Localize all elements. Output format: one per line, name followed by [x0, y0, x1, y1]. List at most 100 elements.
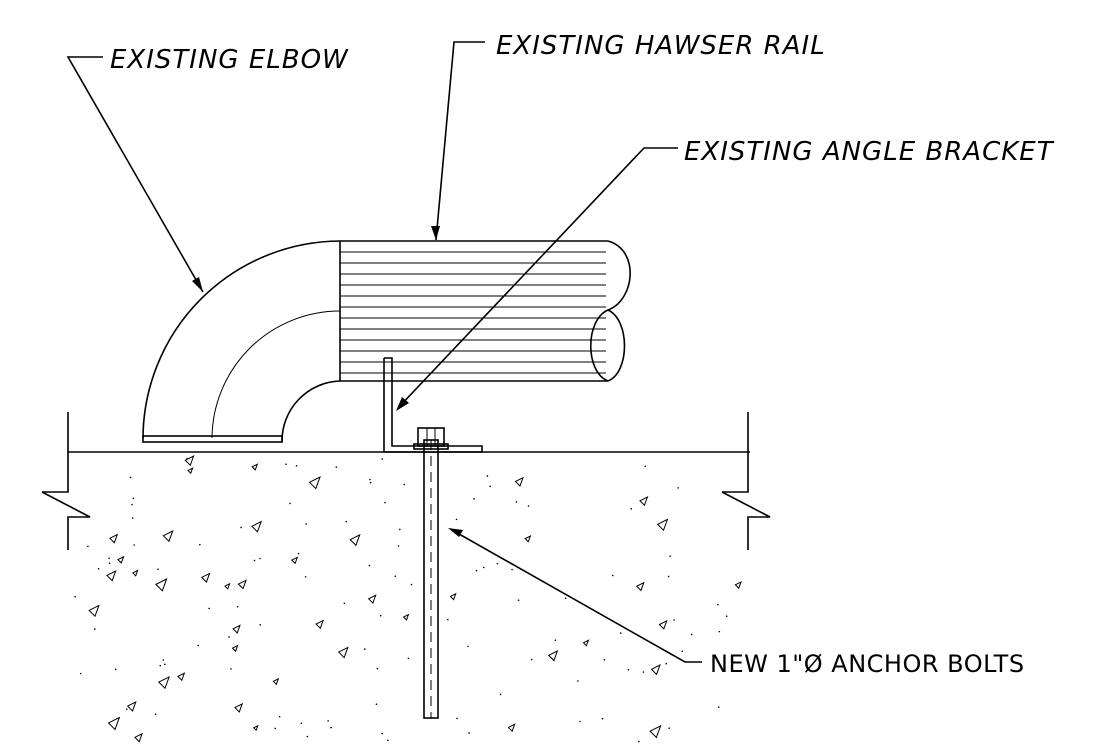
concrete-aggregate	[74, 455, 742, 743]
aggregate-triangle	[157, 675, 170, 690]
aggregate-dot	[517, 599, 520, 601]
aggregate-dot	[253, 559, 256, 562]
aggregate-dot	[330, 726, 332, 729]
aggregate-dot	[681, 650, 684, 653]
aggregate-dot	[74, 596, 76, 598]
aggregate-dot	[381, 458, 384, 460]
aggregate-dot	[447, 618, 449, 621]
label-new-anchor-bolts: NEW 1"Ø ANCHOR BOLTS	[710, 650, 1025, 678]
aggregate-dot	[669, 555, 671, 557]
aggregate-dot	[278, 715, 281, 718]
aggregate-triangle	[635, 581, 645, 592]
aggregate-dot	[489, 485, 491, 488]
aggregate-triangle	[315, 619, 325, 630]
aggregate-dot	[384, 501, 386, 504]
aggregate-dot	[579, 720, 581, 723]
aggregate-triangle	[88, 604, 100, 618]
aggregate-dot	[627, 669, 630, 671]
aggregate-dot	[159, 664, 162, 667]
aggregate-triangle	[134, 732, 144, 743]
aggregate-dot	[363, 648, 366, 650]
aggregate-dot	[725, 615, 728, 617]
aggregate-dot	[717, 603, 719, 606]
aggregate-triangle	[251, 463, 259, 471]
aggregate-triangle	[272, 677, 280, 686]
aggregate-dot	[97, 568, 100, 570]
aggregate-dot	[114, 668, 117, 671]
aggregate-triangle	[251, 520, 263, 533]
aggregate-dot	[305, 523, 307, 525]
aggregate-triangle	[117, 555, 125, 564]
aggregate-dot	[300, 722, 303, 724]
aggregate-triangle	[547, 650, 559, 662]
aggregate-dot	[673, 619, 675, 621]
aggregate-dot	[133, 544, 135, 546]
aggregate-triangle	[582, 639, 590, 647]
aggregate-dot	[154, 713, 157, 716]
aggregate-dot	[208, 607, 210, 610]
aggregate-dot	[630, 508, 633, 510]
aggregate-dot	[473, 498, 475, 500]
label-existing-angle-bracket: EXISTING ANGLE BRACKET	[684, 137, 1055, 167]
aggregate-dot	[665, 662, 668, 665]
aggregate-dot	[345, 520, 348, 523]
anchor-bolt	[413, 427, 449, 719]
aggregate-dot	[129, 476, 132, 479]
aggregate-dot	[304, 576, 307, 578]
aggregate-triangle	[155, 578, 168, 592]
existing-angle-bracket	[383, 357, 483, 453]
aggregate-dot	[601, 717, 604, 720]
aggregate-dot	[455, 518, 458, 521]
aggregate-dot	[163, 663, 166, 666]
aggregate-dot	[677, 487, 679, 489]
aggregate-triangle	[656, 518, 669, 532]
aggregate-dot	[486, 475, 489, 477]
aggregate-dot	[564, 597, 567, 600]
aggregate-dot	[499, 693, 502, 696]
aggregate-dot	[403, 483, 405, 486]
aggregate-dot	[131, 517, 134, 519]
aggregate-triangle	[132, 569, 139, 577]
aggregate-triangle	[184, 455, 195, 467]
aggregate-dot	[467, 645, 469, 648]
aggregate-triangle	[639, 496, 649, 507]
aggregate-dot	[690, 633, 693, 636]
label-existing-hawser-rail: EXISTING HAWSER RAIL	[496, 31, 826, 61]
arrow-elbow	[192, 277, 203, 292]
aggregate-triangle	[507, 723, 516, 733]
aggregate-dot	[603, 658, 606, 661]
aggregate-dot	[186, 458, 188, 460]
aggregate-dot	[611, 574, 614, 577]
aggregate-dot	[410, 583, 413, 586]
aggregate-dot	[79, 672, 82, 675]
aggregate-dot	[376, 667, 379, 670]
aggregate-dot	[667, 575, 670, 578]
aggregate-dot	[162, 659, 165, 661]
aggregate-dot	[381, 732, 383, 735]
aggregate-triangle	[200, 572, 211, 584]
aggregate-dot	[554, 639, 557, 641]
aggregate-dot	[642, 671, 645, 673]
aggregate-dot	[236, 605, 239, 608]
aggregate-dot	[87, 545, 89, 548]
aggregate-dot	[131, 503, 133, 506]
aggregate-dot	[375, 703, 378, 706]
aggregate-triangle	[367, 594, 377, 604]
aggregate-triangle	[224, 582, 231, 590]
aggregate-triangle	[252, 724, 259, 732]
aggregate-triangle	[349, 533, 361, 547]
aggregate-triangle	[402, 613, 410, 621]
aggregate-dot	[717, 706, 720, 708]
aggregate-dot	[387, 739, 389, 742]
aggregate-dot	[259, 557, 261, 560]
existing-elbow	[142, 240, 341, 443]
aggregate-dot	[259, 624, 261, 626]
aggregate-triangle	[162, 530, 174, 543]
aggregate-triangle	[234, 702, 244, 713]
aggregate-triangle	[177, 672, 186, 682]
aggregate-triangle	[106, 570, 117, 582]
aggregate-dot	[132, 497, 135, 500]
aggregate-dot	[496, 562, 499, 565]
aggregate-dot	[407, 657, 410, 660]
